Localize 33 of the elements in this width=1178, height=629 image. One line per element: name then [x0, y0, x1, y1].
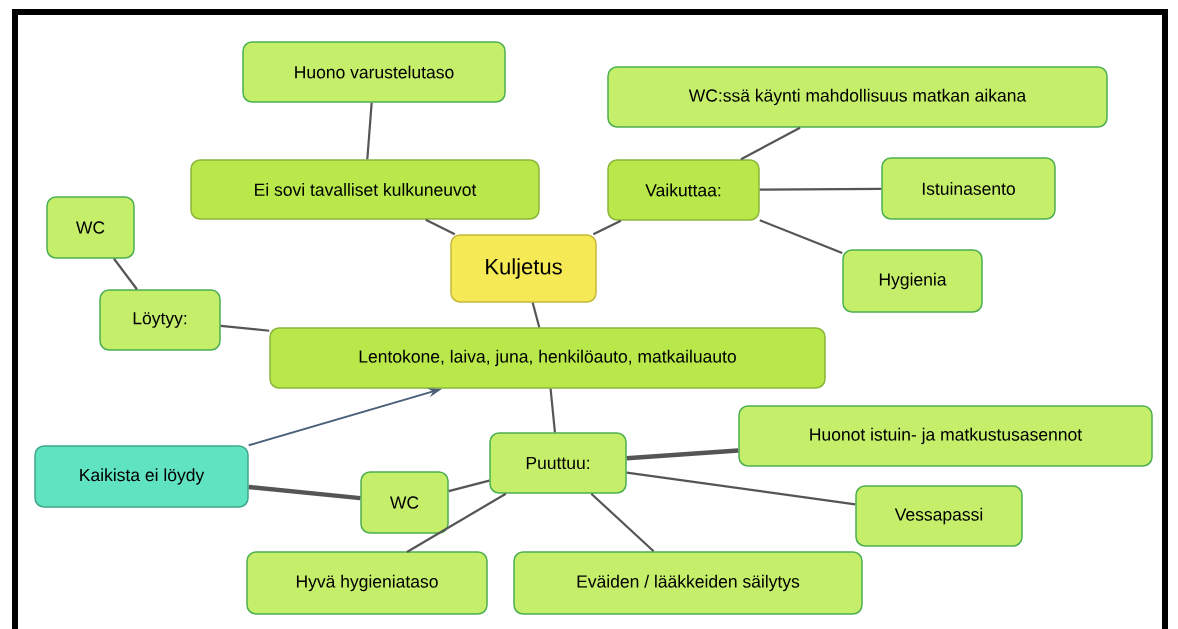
connector-line [220, 324, 270, 332]
concept-box: Hygienia [842, 249, 983, 313]
connector-line [248, 484, 361, 501]
connector-line [113, 258, 138, 290]
concept-box: WC [46, 196, 135, 259]
concept-box: WC:ssä käynti mahdollisuus matkan aikana [607, 66, 1108, 128]
concept-box: Löytyy: [99, 289, 221, 351]
connector-line [626, 448, 739, 461]
connector-line [592, 219, 622, 236]
concept-box: Istuinasento [881, 157, 1056, 220]
connector-line [549, 388, 557, 433]
connector-line [425, 218, 456, 236]
concept-box: Vessapassi [855, 485, 1023, 547]
concept-box: Hyvä hygieniataso [246, 551, 488, 615]
connector-line [448, 479, 490, 493]
concept-box: Ei sovi tavalliset kulkuneuvot [190, 159, 540, 220]
concept-box: Eväiden / lääkkeiden säilytys [513, 551, 863, 615]
connector-line [406, 492, 507, 553]
connector-line [759, 187, 882, 191]
concept-box: Huonot istuin- ja matkustusasennot [738, 405, 1153, 467]
connector-line [531, 302, 541, 328]
connector-line [740, 126, 801, 161]
concept-box: Lentokone, laiva, juna, henkilöauto, matkailuauto [269, 327, 826, 389]
connector-line [626, 471, 856, 506]
connector-line [366, 102, 373, 160]
concept-box: Kaikista ei löydy [34, 445, 249, 508]
concept-box: Huono varustelutaso [242, 41, 506, 103]
concept-box: WC [360, 471, 449, 534]
connector-line [590, 492, 655, 553]
concept-box: Kuljetus [450, 234, 597, 303]
concept-box: Puuttuu: [489, 432, 627, 494]
connector-line [759, 219, 843, 255]
concept-box: Vaikuttaa: [607, 159, 760, 221]
